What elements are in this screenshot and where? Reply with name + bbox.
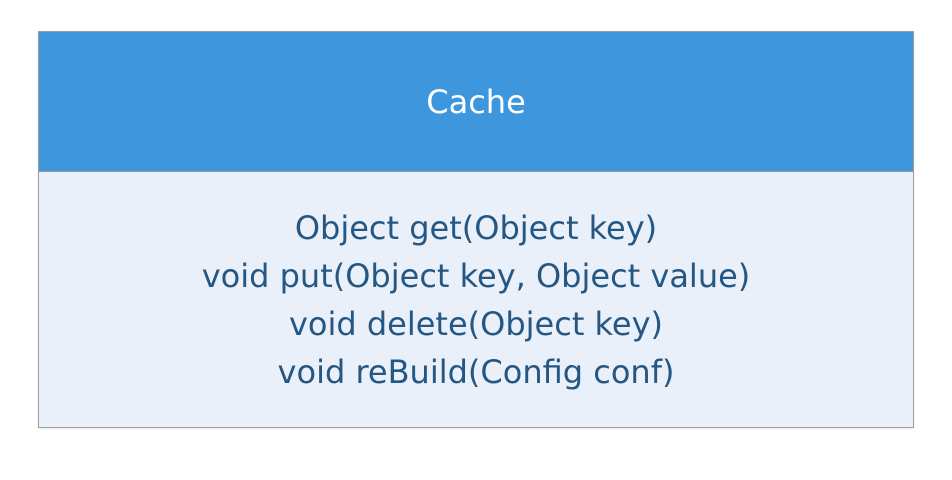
method-delete: void delete(Object key) <box>288 304 664 343</box>
class-header: Cache <box>39 32 913 172</box>
class-methods: Object get(Object key) void put(Object k… <box>39 172 913 427</box>
uml-class-cache[interactable]: Cache Object get(Object key) void put(Ob… <box>38 31 914 428</box>
class-name: Cache <box>426 82 526 121</box>
method-rebuild: void reBuild(Config conf) <box>277 352 675 391</box>
method-get: Object get(Object key) <box>294 208 658 247</box>
method-put: void put(Object key, Object value) <box>201 256 751 295</box>
